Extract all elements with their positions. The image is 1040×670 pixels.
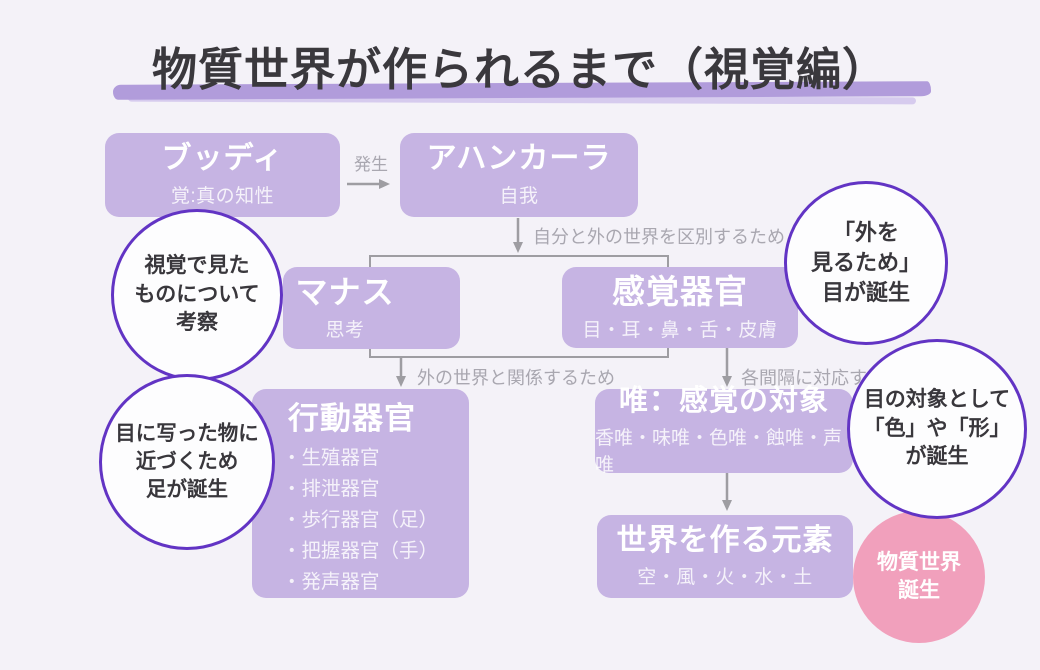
box-elements-subtitle: 空・風・火・水・土 xyxy=(637,567,813,589)
box-sense-organs-subtitle: 目・耳・鼻・舌・皮膚 xyxy=(582,319,778,341)
box-tanmatra-title: 唯：感覚の対象 xyxy=(618,385,829,418)
box-tanmatra: 唯：感覚の対象 香唯・味唯・色唯・蝕唯・声唯 xyxy=(595,385,853,476)
note-circle-color-shape: 目の対象として 「色」や「形」 が誕生 xyxy=(847,339,1027,519)
bracket-merge-bottom xyxy=(369,347,669,358)
box-sense-organs: 感覚器官 目・耳・鼻・舌・皮膚 xyxy=(562,267,798,348)
note-circle-eyes: 「外を 見るため」 目が誕生 xyxy=(784,181,948,345)
note-line: 考察 xyxy=(176,311,218,335)
label-relate: 外の世界と関係するため xyxy=(417,368,615,388)
material-world-line: 誕生 xyxy=(898,579,940,602)
box-action-organs: 行動器官 ・生殖器官 ・排泄器官 ・歩行器官（足） ・把握器官（手） ・発声器官 xyxy=(252,389,469,598)
label-birth: 発生 xyxy=(354,155,388,174)
page-title: 物質世界が作られるまで（視覚編） xyxy=(151,44,888,95)
note-line: 目の対象として xyxy=(863,388,1011,412)
box-buddhi-subtitle: 覚:真の知性 xyxy=(170,185,275,207)
note-line: 「外を xyxy=(832,220,899,246)
box-manas-title: マナス xyxy=(295,274,395,311)
list-item: ・排泄器官 xyxy=(282,477,380,500)
note-circle-observe: 視覚で見た ものについて 考察 xyxy=(111,209,283,381)
note-line: 視覚で見た xyxy=(144,254,250,278)
list-item: ・歩行器官（足） xyxy=(282,508,439,531)
note-line: 目が誕生 xyxy=(821,279,910,305)
label-distinguish: 自分と外の世界を区別するため xyxy=(533,227,785,247)
note-line: が誕生 xyxy=(905,445,969,469)
box-action-organs-list: ・生殖器官 ・排泄器官 ・歩行器官（足） ・把握器官（手） ・発声器官 xyxy=(282,443,438,598)
note-line: 近づくため xyxy=(135,450,239,474)
box-action-organs-title: 行動器官 xyxy=(288,401,416,436)
box-ahamkara: アハンカーラ 自我 xyxy=(400,133,638,217)
bracket-split-top xyxy=(369,255,669,268)
box-buddhi: ブッディ 覚:真の知性 xyxy=(105,133,340,217)
box-sense-organs-title: 感覚器官 xyxy=(612,273,748,311)
list-item: ・発声器官 xyxy=(282,570,380,593)
note-line: 見るため」 xyxy=(810,250,921,276)
note-circle-feet: 目に写った物に 近づくため 足が誕生 xyxy=(99,374,275,550)
list-item: ・把握器官（手） xyxy=(282,539,439,562)
material-world-circle: 物質世界 誕生 xyxy=(853,511,985,643)
box-buddhi-title: ブッディ xyxy=(161,142,284,176)
box-elements-title: 世界を作る元素 xyxy=(616,523,834,557)
note-line: 足が誕生 xyxy=(146,477,228,501)
box-ahamkara-title: アハンカーラ xyxy=(426,142,612,176)
material-world-line: 物質世界 xyxy=(877,550,961,574)
list-item: ・生殖器官 xyxy=(282,446,380,469)
box-ahamkara-subtitle: 自我 xyxy=(499,185,539,207)
title-area: 物質世界が作られるまで（視覚編） xyxy=(0,0,1040,115)
box-tanmatra-subtitle: 香唯・味唯・色唯・蝕唯・声唯 xyxy=(595,427,843,476)
note-line: 目に写った物に xyxy=(115,422,259,446)
box-manas-subtitle: 思考 xyxy=(325,319,365,341)
note-line: 「色」や「形」 xyxy=(863,416,1011,440)
box-elements: 世界を作る元素 空・風・火・水・土 xyxy=(597,515,853,598)
note-line: ものについて xyxy=(134,282,260,306)
box-manas: マナス 思考 xyxy=(283,267,460,349)
